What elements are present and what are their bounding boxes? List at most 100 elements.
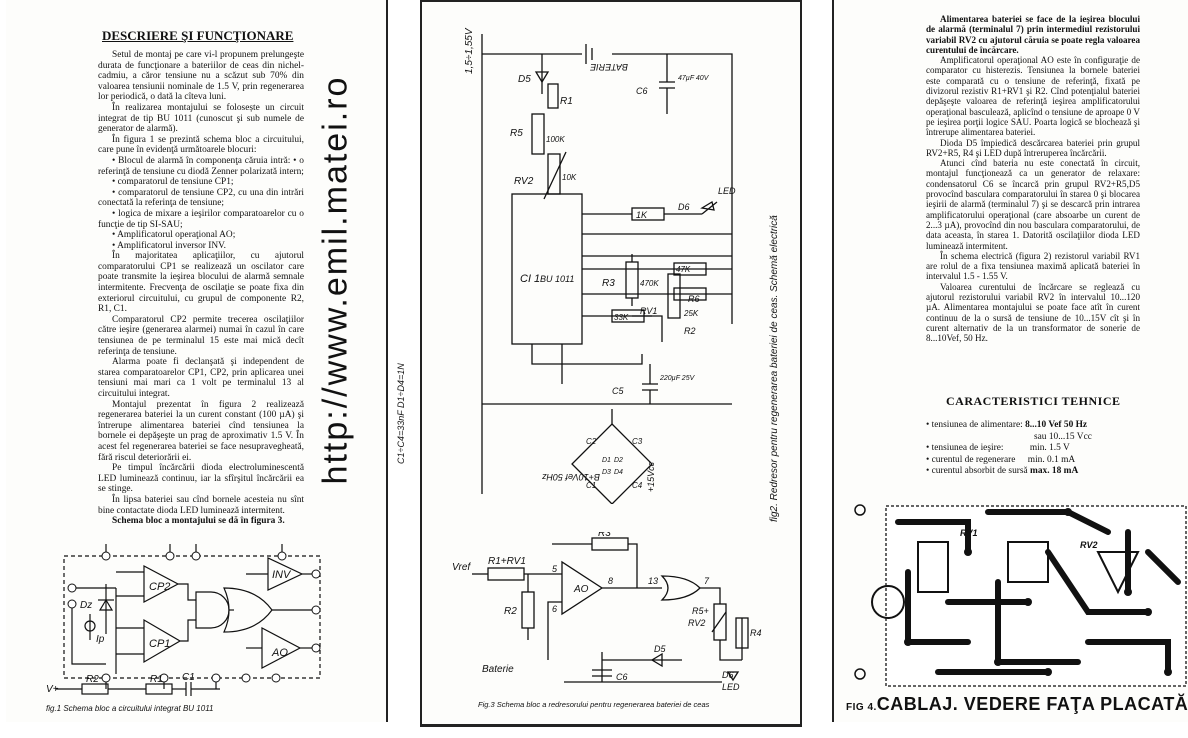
paragraph: Amplificatorul operaţional AO este în co… — [926, 55, 1140, 138]
spec-row: • curentul de regenerare min. 0.1 mA — [926, 454, 1076, 465]
baterie-label: Baterie — [482, 664, 514, 675]
spec-row: • tensiunea de alimentare: 8...10 Vef 50… — [926, 420, 1088, 430]
paragraph: În majoritatea aplicaţiilor, cu ajutorul… — [98, 251, 304, 315]
d4-label: D4 — [614, 469, 623, 476]
fig2-notes: C1÷C4=33nF D1÷D4=1N — [396, 363, 406, 464]
figure-1-caption: fig.1 Schema bloc a circuitului integrat… — [46, 704, 214, 713]
r1rv1-label: R1+RV1 — [488, 556, 526, 567]
paragraph: În lipsa bateriei sau cînd bornele acest… — [98, 494, 304, 516]
paragraph: • Amplificatorul operaţional AO; — [112, 230, 236, 241]
paragraph: Alimentarea bateriei se face de la ieşir… — [926, 14, 1140, 55]
fig4-prefix: FIG 4. — [846, 702, 877, 713]
paragraph: • logica de mixare a ieşirilor comparato… — [98, 208, 304, 230]
r6-label: R6 — [688, 294, 700, 304]
watermark-url: http://www.emil.matei.ro — [316, 75, 355, 485]
node-7: 7 — [704, 576, 710, 586]
paragraph: • comparatorul de tensiune CP1; — [112, 177, 234, 188]
paragraph: • Blocul de alarmă în componenţa căruia … — [98, 155, 304, 177]
node-8: 8 — [608, 576, 613, 586]
d3-label: D3 — [602, 469, 611, 476]
dz-label: Dz — [80, 600, 92, 611]
fig4-caption-text: CABLAJ. VEDERE FAŢA PLACATĂ — [876, 694, 1188, 714]
figure-1-block-diagram: CP2 CP1 INV AO Dz Ip R2 R1 C1 V+ — [46, 544, 321, 696]
rv1-label: RV1 — [640, 306, 657, 316]
paragraph: Montajul prezentat în figura 2 realizeaz… — [98, 399, 304, 463]
ci1-label: CI 1 — [520, 273, 540, 285]
specs-list: • tensiunea de alimentare: 8...10 Vef 50… — [926, 420, 1136, 478]
r4-value: 1K — [636, 210, 648, 220]
rv2-label: RV2 — [688, 618, 705, 628]
r4-label: R4 — [750, 628, 762, 638]
rv2-value: 10K — [562, 173, 577, 182]
spec-row: sau 10...15 Vcc — [1034, 431, 1092, 442]
vref-label: Vref — [452, 562, 471, 573]
led-label: LED — [722, 682, 740, 692]
page-middle: 1,5÷1,55V BATERIE D5 R1 R5 100K RV2 10K … — [396, 0, 802, 727]
figure-4-caption: FIG 4.CABLAJ. VEDERE FAŢA PLACATĂ — [846, 694, 1188, 715]
c1-label: C1 — [586, 481, 596, 490]
d5-label: D5 — [654, 644, 666, 654]
r3-label: R3 — [598, 532, 611, 539]
c6-label: C6 — [616, 672, 628, 682]
node-13: 13 — [648, 576, 658, 586]
paragraph: Valoarea curentului de încărcare se regl… — [926, 281, 1140, 344]
cp1-label: CP1 — [149, 638, 170, 650]
c4-label: C4 — [632, 481, 643, 490]
c5-value: 220µF 25V — [659, 375, 696, 382]
d2-label: D2 — [614, 457, 623, 464]
operation-text: Alimentarea bateriei se face de la ieşir… — [926, 14, 1140, 344]
description-text: Setul de montaj pe care vi-l propunem pr… — [98, 50, 304, 527]
r3-value: 470K — [640, 279, 659, 288]
specs-title: CARACTERISTICI TEHNICE — [946, 394, 1121, 408]
r1-value: 33K — [614, 313, 629, 322]
rv1-value: 25K — [683, 309, 699, 318]
c1-label: C1 — [182, 672, 195, 683]
c3-label: C3 — [632, 437, 643, 446]
spec-row: • curentul absorbit de sursă max. 18 mA — [926, 466, 1079, 476]
paragraph: Alarma poate fi declanşată şi independen… — [98, 357, 304, 399]
d6-label: D6 — [722, 670, 734, 680]
paragraph: • Amplificatorul inversor INV. — [112, 240, 227, 251]
d6-label: D6 — [678, 202, 690, 212]
ao-label: AO — [573, 584, 589, 595]
figure-2-schematic: 1,5÷1,55V BATERIE D5 R1 R5 100K RV2 10K … — [464, 27, 736, 504]
r2-label: R2 — [86, 674, 99, 685]
paragraph: În realizarea montajului se folosește un… — [98, 102, 304, 135]
watermark: http://www.emil.matei.ro — [316, 40, 355, 520]
r6-value: 47K — [676, 265, 691, 274]
fig2-side-caption: fig2. Redresor pentru regenerarea bateri… — [769, 215, 780, 522]
c5-label: C5 — [612, 386, 624, 396]
led-label: LED — [718, 186, 736, 196]
c2-label: C2 — [586, 437, 597, 446]
paragraph: Setul de montaj pe care vi-l propunem pr… — [98, 50, 304, 103]
ao-label: AO — [271, 647, 288, 659]
ic-part-label: BU 1011 — [540, 274, 574, 284]
paragraph: Schema bloc a montajului se dă în figura… — [112, 516, 285, 527]
r5-label: R5+ — [692, 606, 709, 616]
page-right: Alimentarea bateriei se face de la ieşir… — [832, 0, 1188, 722]
r1-label: R1 — [560, 96, 573, 107]
figure-4-pcb-layout: RV1 RV2 — [854, 504, 1187, 687]
r2-label: R2 — [684, 326, 696, 336]
paragraph: În figura 1 se prezintă schema bloc a ci… — [98, 134, 304, 156]
spec-row: • tensiunea de ieşire: min. 1.5 V — [926, 443, 1070, 453]
r5-value: 100K — [546, 135, 565, 144]
inv-label: INV — [272, 569, 292, 581]
battery-label: BATERIE — [589, 62, 628, 72]
c6-value: 47µF 40V — [678, 75, 710, 82]
figure-3-caption: Fig.3 Schema bloc a redresorului pentru … — [478, 700, 710, 709]
paragraph: În schema electrică (figura 2) rezistoru… — [926, 250, 1140, 282]
figure-3-block-diagram: Vref R1+RV1 R2 R3 AO 5 6 8 13 7 R5+ RV2 … — [452, 532, 762, 692]
node-5: 5 — [552, 564, 558, 574]
paragraph: Comparatorul CP2 permite trecerea oscila… — [98, 314, 304, 357]
fig2-plus15-label: +15Vcc — [646, 461, 657, 493]
rv2-label: RV2 — [514, 176, 534, 187]
vplus-label: V+ — [46, 684, 59, 695]
ip-label: Ip — [96, 634, 105, 645]
node-6: 6 — [552, 604, 557, 614]
fig2-input-label: B+10Vef 50Hz — [542, 472, 600, 482]
r2-label: R2 — [504, 606, 517, 617]
r5-label: R5 — [510, 128, 523, 139]
page-left: DESCRIERE ŞI FUNCŢIONARE Setul de montaj… — [6, 0, 388, 722]
pcb-rv2-label: RV2 — [1080, 540, 1098, 550]
